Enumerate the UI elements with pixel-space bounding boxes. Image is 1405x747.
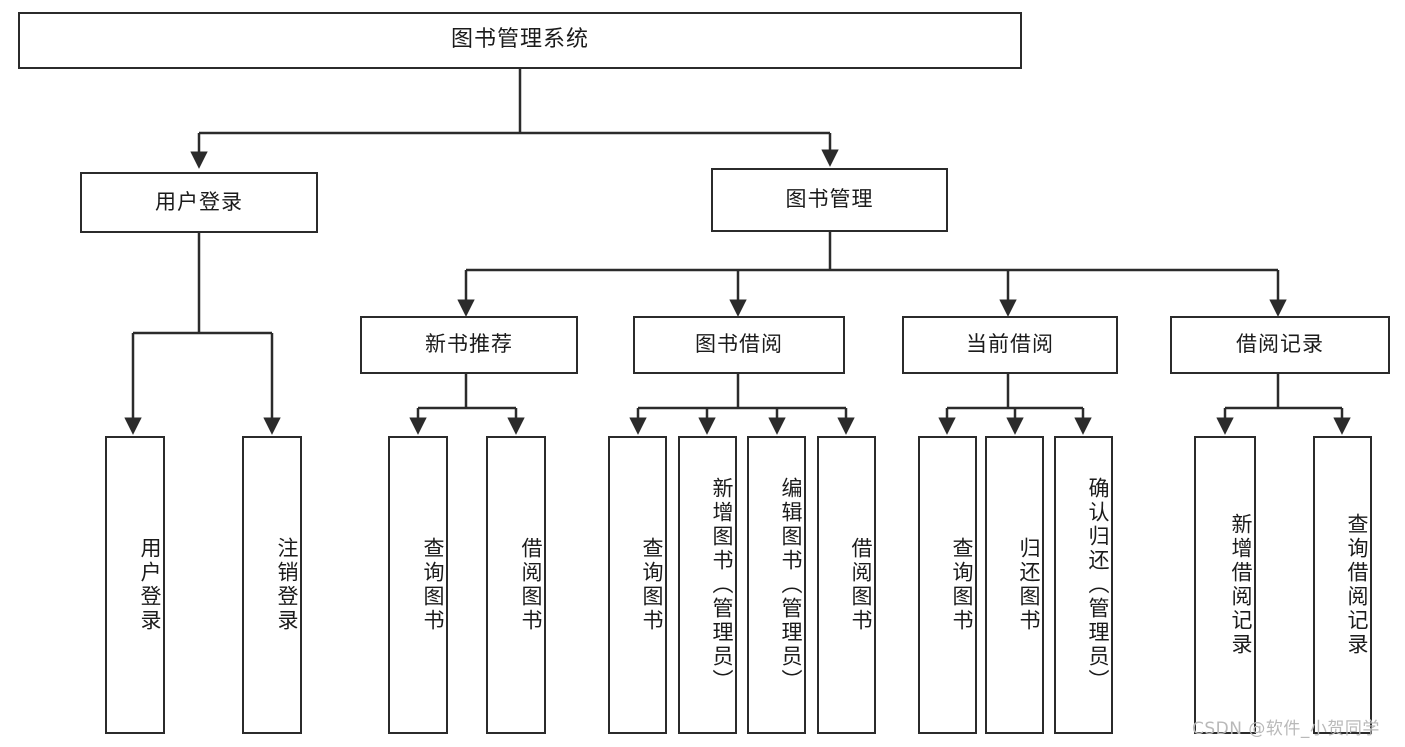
leaf-logout-login[interactable]: 注销登录 [242, 436, 302, 734]
leaf-label: 归还图书 [1017, 537, 1041, 633]
leaf-query-book-1[interactable]: 查询图书 [388, 436, 448, 734]
leaf-label: 借阅图书 [519, 537, 543, 633]
watermark: CSDN @软件_小贺同学 [1192, 719, 1380, 739]
leaf-label: 新增图书（管理员） [710, 477, 734, 693]
leaf-label: 查询图书 [421, 537, 445, 633]
node-root-system[interactable]: 图书管理系统 [18, 12, 1022, 69]
node-user-login[interactable]: 用户登录 [80, 172, 318, 233]
leaf-query-book-3[interactable]: 查询图书 [918, 436, 977, 734]
node-borrow-record[interactable]: 借阅记录 [1170, 316, 1390, 374]
leaf-borrow-book-2[interactable]: 借阅图书 [817, 436, 876, 734]
node-book-management[interactable]: 图书管理 [711, 168, 948, 232]
leaf-borrow-book-1[interactable]: 借阅图书 [486, 436, 546, 734]
leaf-add-borrow-record[interactable]: 新增借阅记录 [1194, 436, 1256, 734]
leaf-add-book-admin[interactable]: 新增图书（管理员） [678, 436, 737, 734]
leaf-label: 编辑图书（管理员） [779, 477, 803, 693]
leaf-label: 查询图书 [950, 537, 974, 633]
leaf-label: 查询图书 [640, 537, 664, 633]
leaf-label: 用户登录 [138, 537, 162, 633]
leaf-query-borrow-record[interactable]: 查询借阅记录 [1313, 436, 1372, 734]
leaf-label: 确认归还（管理员） [1086, 477, 1110, 693]
leaf-user-login[interactable]: 用户登录 [105, 436, 165, 734]
leaf-query-book-2[interactable]: 查询图书 [608, 436, 667, 734]
leaf-label: 新增借阅记录 [1229, 513, 1253, 657]
node-current-borrow[interactable]: 当前借阅 [902, 316, 1118, 374]
leaf-label: 借阅图书 [849, 537, 873, 633]
leaf-label: 查询借阅记录 [1345, 513, 1369, 657]
leaf-edit-book-admin[interactable]: 编辑图书（管理员） [747, 436, 806, 734]
node-new-book-recommend[interactable]: 新书推荐 [360, 316, 578, 374]
leaf-label: 注销登录 [275, 537, 299, 633]
node-book-borrow[interactable]: 图书借阅 [633, 316, 845, 374]
leaf-confirm-return-admin[interactable]: 确认归还（管理员） [1054, 436, 1113, 734]
leaf-return-book[interactable]: 归还图书 [985, 436, 1044, 734]
